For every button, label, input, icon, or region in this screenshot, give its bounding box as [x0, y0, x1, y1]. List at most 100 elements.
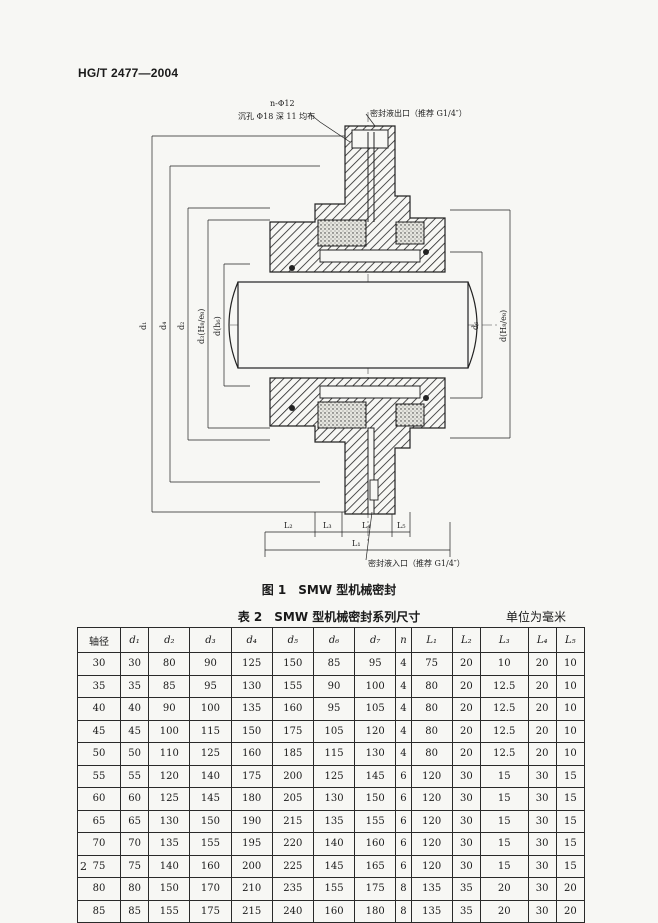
table-cell: 15: [555, 854, 586, 878]
table-cell: 20: [555, 877, 586, 901]
page-number: 2: [80, 860, 87, 873]
table-cell: 135: [410, 877, 453, 901]
table-cell: 85: [312, 652, 356, 676]
table-cell: 130: [354, 742, 397, 766]
table-cell: 120: [410, 809, 453, 833]
table-cell: 60: [120, 787, 150, 811]
table-cell: 155: [271, 674, 314, 698]
dim-l5-label: L₅: [397, 521, 406, 530]
table-cell: 20: [527, 719, 557, 743]
table-cell: 125: [189, 742, 232, 766]
table-cell: 135: [312, 809, 356, 833]
table-cell: 15: [555, 832, 586, 856]
table-cell: 40: [76, 697, 122, 721]
table-cell: 90: [148, 697, 191, 721]
table-cell: 45: [120, 719, 150, 743]
table-cell: 145: [312, 854, 356, 878]
table-cell: 80: [410, 742, 453, 766]
table-cell: 6: [395, 832, 412, 856]
table-cell: 90: [312, 674, 356, 698]
table-cell: 60: [76, 787, 122, 811]
table-cell: 170: [189, 877, 232, 901]
table-cell: 30: [527, 809, 557, 833]
column-header: L₁: [410, 627, 453, 653]
table-cell: 20: [527, 697, 557, 721]
table-cell: 150: [189, 809, 232, 833]
table-cell: 15: [555, 787, 586, 811]
table-cell: 135: [148, 832, 191, 856]
dim-l3-label: L₃: [323, 521, 332, 530]
table-cell: 15: [555, 764, 586, 788]
table-cell: 20: [527, 742, 557, 766]
table-cell: 190: [230, 809, 273, 833]
table-cell: 120: [410, 764, 453, 788]
table-cell: 80: [410, 697, 453, 721]
table-cell: 45: [76, 719, 122, 743]
table-cell: 30: [527, 764, 557, 788]
table-cell: 20: [479, 899, 529, 923]
table-cell: 30: [451, 787, 481, 811]
table-cell: 15: [479, 809, 529, 833]
table-cell: 80: [76, 877, 122, 901]
column-header: d₄: [230, 627, 273, 653]
dim-d4-label: d₄: [159, 322, 168, 330]
seal-drawing-svg: n-Φ12 沉孔 Φ18 深 11 均布 密封液出口（推荐 G1/4″） 密封液…: [139, 99, 511, 568]
table-cell: 240: [271, 899, 314, 923]
column-header: L₃: [479, 627, 529, 653]
standard-code: HG/T 2477—2004: [78, 66, 179, 80]
table-cell: 35: [451, 899, 481, 923]
dim-d2-label: d₂: [177, 322, 186, 330]
table-cell: 85: [76, 899, 122, 923]
table-cell: 140: [312, 832, 356, 856]
table-cell: 55: [76, 764, 122, 788]
table-cell: 110: [148, 742, 191, 766]
table-cell: 4: [395, 652, 412, 676]
table-cell: 200: [230, 854, 273, 878]
table-cell: 115: [312, 742, 356, 766]
table-cell: 135: [230, 697, 273, 721]
table-cell: 15: [555, 809, 586, 833]
table-cell: 125: [312, 764, 356, 788]
table-cell: 40: [120, 697, 150, 721]
table-cell: 105: [312, 719, 356, 743]
dim-d-h6-label: d(h₆): [213, 316, 222, 336]
table-cell: 20: [527, 674, 557, 698]
table-cell: 65: [120, 809, 150, 833]
table-cell: 80: [120, 877, 150, 901]
column-header: d₅: [271, 627, 314, 653]
table-cell: 210: [230, 877, 273, 901]
table-cell: 20: [527, 652, 557, 676]
figure-caption: 图 1 SMW 型机械密封: [261, 583, 397, 597]
table-cell: 155: [148, 899, 191, 923]
column-header: 轴径: [76, 627, 122, 653]
table-cell: 75: [120, 854, 150, 878]
column-header: d₇: [354, 627, 397, 653]
table-cell: 150: [354, 787, 397, 811]
column-header: L₅: [555, 627, 586, 653]
table-cell: 15: [479, 787, 529, 811]
table-cell: 15: [479, 764, 529, 788]
table-cell: 225: [271, 854, 314, 878]
table-cell: 85: [120, 899, 150, 923]
table-cell: 95: [189, 674, 232, 698]
table-cell: 100: [148, 719, 191, 743]
table-cell: 20: [451, 674, 481, 698]
table-cell: 70: [120, 832, 150, 856]
table-cell: 135: [410, 899, 453, 923]
column-header: d₂: [148, 627, 191, 653]
table-cell: 145: [354, 764, 397, 788]
table-cell: 175: [271, 719, 314, 743]
table-cell: 10: [555, 652, 586, 676]
table-cell: 6: [395, 809, 412, 833]
table-cell: 160: [354, 832, 397, 856]
table-cell: 155: [189, 832, 232, 856]
table-cell: 155: [354, 809, 397, 833]
